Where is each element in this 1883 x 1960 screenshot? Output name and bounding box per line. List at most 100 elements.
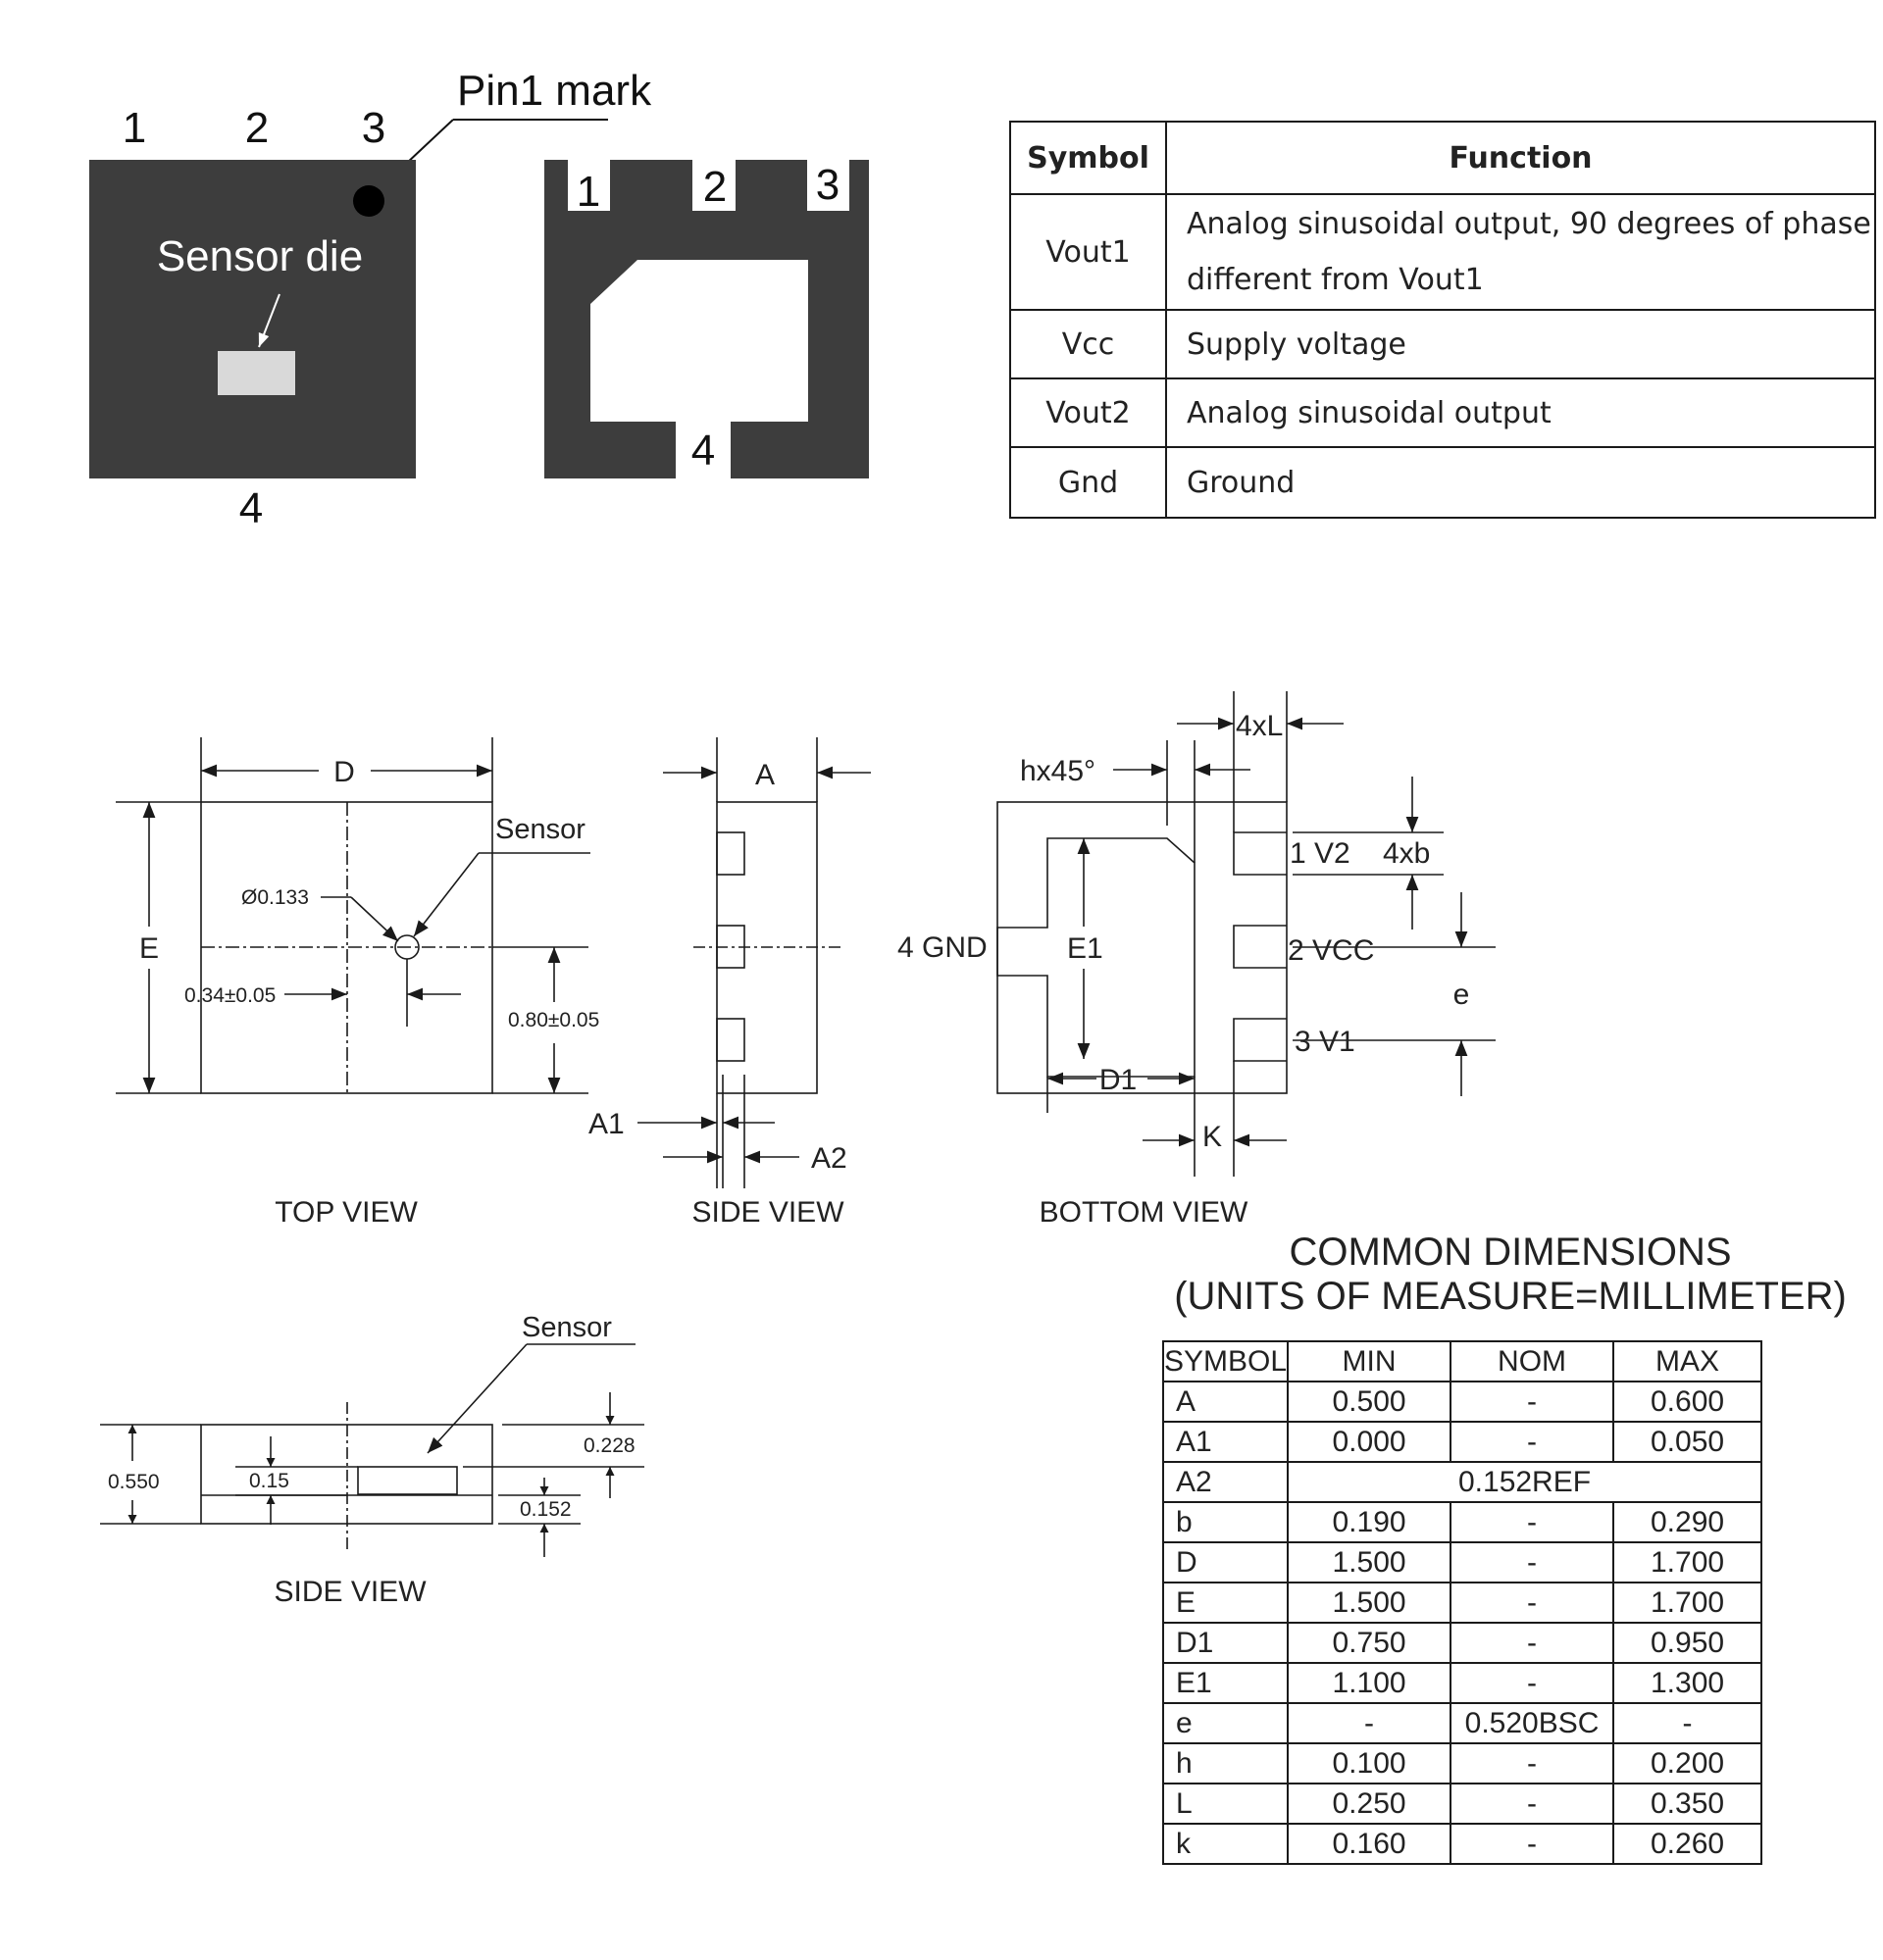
bottom-view-outline	[996, 801, 1288, 1094]
table-row: b 0.190 - 0.290	[1161, 1501, 1762, 1543]
dim-k-label: K	[1202, 1121, 1222, 1153]
diameter-leader-2	[350, 896, 399, 942]
dim-min: 1.500	[1287, 1541, 1452, 1583]
table-row: Gnd Ground	[1009, 446, 1876, 519]
pin-vcc-label: 2 VCC	[1288, 934, 1374, 967]
dim-nom: -	[1450, 1582, 1615, 1624]
dim-min: 0.000	[1287, 1421, 1452, 1463]
side-pad-3	[716, 1018, 745, 1062]
dim-nom: -	[1450, 1421, 1615, 1463]
dim-max: 1.300	[1612, 1662, 1762, 1704]
dim-min: 0.160	[1287, 1823, 1452, 1865]
dim-nom: -	[1450, 1381, 1615, 1423]
side-view-caption: SIDE VIEW	[691, 1196, 844, 1229]
sensor2-leader	[427, 1343, 528, 1454]
dim-nom: -	[1450, 1742, 1615, 1784]
dim-a-label: A	[755, 759, 775, 791]
package-bottom-diagram: 1 2 3 4	[544, 160, 869, 478]
pad-2	[692, 160, 736, 211]
dim-symbol: E1	[1161, 1662, 1290, 1704]
dim-nom: -	[1450, 1783, 1615, 1825]
pin-table-header: Symbol Function	[1009, 121, 1876, 195]
dim-min: 0.250	[1287, 1783, 1452, 1825]
bottom-view	[996, 691, 1496, 1177]
dim-symbol: D1	[1161, 1622, 1290, 1664]
dim-e-label: E	[139, 932, 159, 965]
pin-3-label: 1	[123, 104, 146, 152]
pin-4-label: 4	[239, 484, 263, 532]
dim-d1-label: D1	[1099, 1064, 1137, 1096]
pad-3	[807, 160, 849, 211]
pad-1	[568, 160, 610, 211]
table-row: D 1.500 - 1.700	[1161, 1541, 1762, 1583]
pin-v1-label: 3 V1	[1295, 1026, 1355, 1058]
sensor-die-arrow	[258, 293, 280, 348]
h-top-label: 0.228	[584, 1434, 636, 1457]
side-view	[637, 737, 871, 1188]
dim-max: 0.260	[1612, 1823, 1762, 1865]
dim-max: 1.700	[1612, 1582, 1762, 1624]
dim-max: 0.350	[1612, 1783, 1762, 1825]
pin1-mark-label: Pin1 mark	[457, 67, 652, 115]
pad-1-label: 1	[577, 168, 600, 216]
dimensions-table: SYMBOL MIN NOM MAX A 0.500 - 0.600 A1 0.…	[1161, 1340, 1762, 1865]
table-row: h 0.100 - 0.200	[1161, 1742, 1762, 1784]
dim-min: -	[1287, 1702, 1452, 1744]
dim-symbol: A1	[1161, 1421, 1290, 1463]
pin-function: Ground	[1165, 446, 1876, 519]
bottom-pad-1	[1233, 831, 1287, 876]
side-pad-1	[716, 831, 745, 876]
top-view-labels: D E Sensor Ø0.133 0.34±0.05 0.80±0.05 TO…	[139, 756, 599, 1229]
side-view-2	[100, 1343, 644, 1557]
dim-l-label: 4xL	[1236, 710, 1283, 742]
table-row: A2 0.152REF	[1161, 1461, 1762, 1503]
dim-min: 1.500	[1287, 1582, 1452, 1624]
dim-ref: 0.152REF	[1287, 1461, 1762, 1503]
dim-max: -	[1612, 1702, 1762, 1744]
sensor-die	[218, 351, 295, 395]
diameter-label: Ø0.133	[241, 886, 309, 909]
dim-a1-label: A1	[588, 1108, 625, 1140]
side-view-2-caption: SIDE VIEW	[274, 1576, 427, 1608]
dim-symbol: A2	[1161, 1461, 1290, 1503]
x-offset-label: 0.34±0.05	[184, 984, 276, 1007]
dim-symbol: k	[1161, 1823, 1290, 1865]
dim-min: 1.100	[1287, 1662, 1452, 1704]
dim-pitch-label: e	[1453, 979, 1470, 1011]
dim-min: 0.100	[1287, 1742, 1452, 1784]
package-top-diagram: 1 2 3 Pin1 mark Sensor die 4	[89, 67, 652, 532]
pin-function: Supply voltage	[1165, 309, 1876, 379]
dim-header-nom: NOM	[1450, 1340, 1615, 1382]
pin-symbol: Vout2	[1009, 377, 1167, 448]
dim-e1-label: E1	[1067, 932, 1103, 965]
table-row: D1 0.750 - 0.950	[1161, 1622, 1762, 1664]
dim-symbol: E	[1161, 1582, 1290, 1624]
pin-symbol: Vout1	[1009, 193, 1167, 311]
pin1-dot	[353, 185, 384, 217]
bottom-pad-3	[1233, 1018, 1287, 1062]
pin-2-label: 2	[245, 104, 269, 152]
bottom-exposed-pad	[996, 837, 1196, 1078]
dim-symbol: L	[1161, 1783, 1290, 1825]
pin-function-table: Symbol Function Vout1 Analog sinusoidal …	[1009, 121, 1876, 519]
dim-d-label: D	[333, 756, 355, 788]
table-row: Vcc Supply voltage	[1009, 309, 1876, 379]
sensor-label: Sensor	[495, 814, 585, 845]
side2-sensor	[357, 1466, 458, 1495]
pin-symbol: Vcc	[1009, 309, 1167, 379]
pin-symbol: Gnd	[1009, 446, 1167, 519]
dim-symbol: e	[1161, 1702, 1290, 1744]
table-row: Vout2 Analog sinusoidal output	[1009, 377, 1876, 448]
y-offset-label: 0.80±0.05	[508, 1009, 599, 1031]
pin-gnd-label: 4 GND	[897, 931, 988, 964]
dim-table-header: SYMBOL MIN NOM MAX	[1161, 1340, 1762, 1382]
top-view-caption: TOP VIEW	[275, 1196, 418, 1229]
bottom-view-caption: BOTTOM VIEW	[1040, 1196, 1248, 1229]
dim-nom: -	[1450, 1823, 1615, 1865]
dim-nom: -	[1450, 1662, 1615, 1704]
table-row: k 0.160 - 0.260	[1161, 1823, 1762, 1865]
dim-min: 0.750	[1287, 1622, 1452, 1664]
pad-4-label: 4	[691, 427, 715, 475]
pad-3-label: 3	[816, 161, 840, 209]
